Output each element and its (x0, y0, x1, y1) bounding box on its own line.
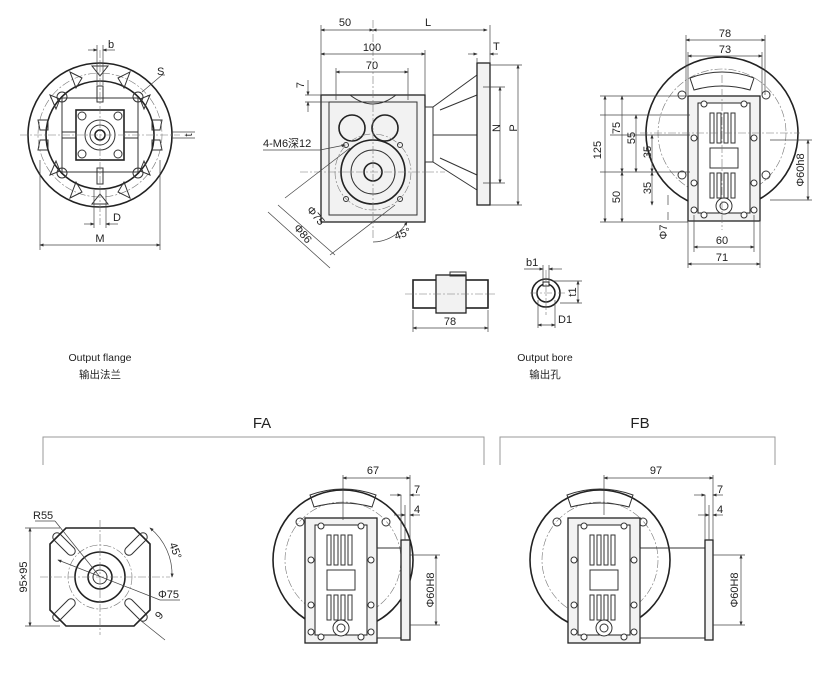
fb-title: FB (630, 415, 649, 432)
dim-71: 71 (716, 252, 728, 264)
dim-73: 73 (719, 44, 731, 56)
fa-dim-7: 7 (414, 484, 420, 496)
dim-35-lower: 35 (642, 182, 654, 194)
flange-label-b: b (108, 39, 114, 51)
fa-dim-4: 4 (414, 504, 420, 516)
dim-60: 60 (716, 235, 728, 247)
fb-dim-97: 97 (650, 465, 662, 477)
dim-75: 75 (611, 122, 623, 134)
bore-label-d1: D1 (558, 314, 572, 326)
fb-gearbox: 97 7 4 Φ60H8 (529, 465, 745, 644)
fa-flange-angle: 45° (166, 541, 183, 561)
dim-55: 55 (626, 132, 638, 144)
dim-50: 50 (339, 17, 351, 29)
fa-flange-r55: R55 (33, 510, 53, 522)
fa-flange-slot: 9 (153, 610, 166, 622)
output-bore-view: 78 b1 t1 D1 Output bore 输出孔 (405, 257, 582, 381)
flange-label-s: S (157, 66, 164, 78)
dim-l: L (425, 17, 431, 29)
front-view: 78 73 125 75 50 55 35 35 Φ7 60 71 Φ60h8 (592, 28, 812, 268)
dim-p: P (508, 124, 520, 131)
dim-phi7: Φ7 (658, 225, 670, 240)
side-view: 50 L 100 70 7 T N P 4-M6深12 Φ75 Φ86 45° (263, 17, 522, 269)
dim-t: T (493, 41, 500, 53)
fa-flange-phi75: Φ75 (158, 589, 179, 601)
dim-35-upper: 35 (642, 146, 654, 158)
fb-section: FB 97 7 4 Φ60H8 (499, 415, 776, 644)
dim-phi60h8: Φ60h8 (795, 153, 807, 186)
shaft-length: 78 (444, 316, 456, 328)
fa-gearbox: 67 7 4 Φ60H8 (272, 465, 440, 644)
output-bore-caption: Output bore (517, 352, 573, 364)
fa-flange-size: 95×95 (18, 562, 30, 593)
dim-angle-45: 45° (393, 226, 413, 243)
dim-7: 7 (295, 82, 307, 88)
output-flange-caption: Output flange (68, 352, 131, 364)
dim-100: 100 (363, 42, 381, 54)
fb-dim-phi60h8: Φ60H8 (729, 572, 741, 607)
dim-78: 78 (719, 28, 731, 40)
hole-note: 4-M6深12 (263, 137, 311, 150)
flange-label-t: t (183, 133, 195, 136)
output-flange-view: b S t D M Output flange 输出法兰 (20, 39, 195, 381)
fa-title: FA (253, 415, 271, 432)
flange-label-m: M (95, 233, 104, 245)
dim-n: N (491, 124, 503, 132)
fb-dim-7: 7 (717, 484, 723, 496)
dim-50-front: 50 (611, 191, 623, 203)
flange-label-d: D (113, 212, 121, 224)
fa-section: FA 95×95 R55 45° Φ75 9 (18, 415, 485, 644)
output-flange-caption-cn: 输出法兰 (79, 368, 121, 381)
fa-dim-phi60h8: Φ60H8 (425, 572, 437, 607)
dim-125: 125 (592, 141, 604, 159)
fa-square-flange: 95×95 R55 45° Φ75 9 (18, 510, 183, 641)
dim-phi86: Φ86 (291, 222, 314, 246)
dim-70: 70 (366, 60, 378, 72)
fb-dim-4: 4 (717, 504, 723, 516)
output-bore-caption-cn: 输出孔 (529, 368, 561, 381)
bore-label-b1: b1 (526, 257, 538, 269)
fa-dim-67: 67 (367, 465, 379, 477)
bore-label-t1: t1 (567, 287, 579, 296)
